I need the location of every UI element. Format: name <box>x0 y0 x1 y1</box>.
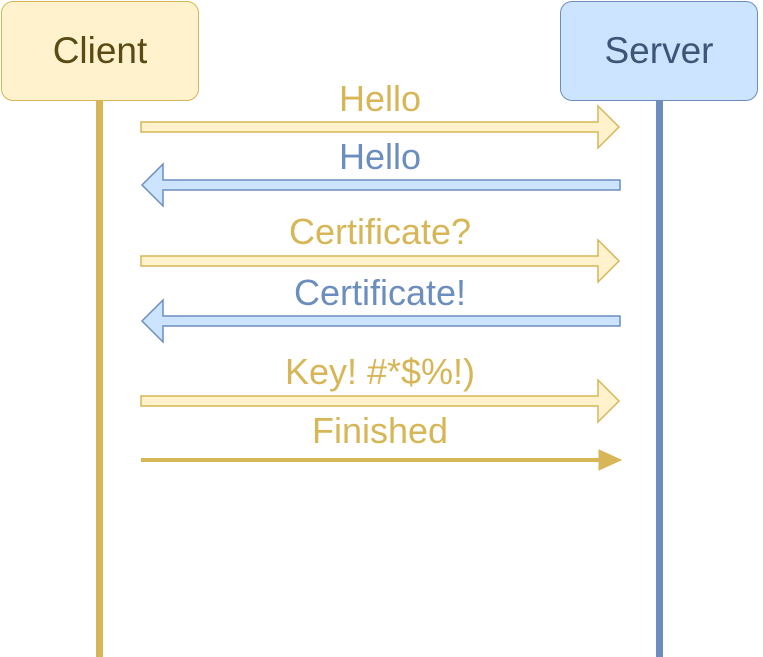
message-label-certificate-request: Certificate? <box>288 211 472 252</box>
message-label-hello-response: Hello <box>338 136 422 177</box>
message-label-certificate-response: Certificate! <box>293 272 467 313</box>
server-lifeline <box>656 101 663 657</box>
message-label-hello-request: Hello <box>338 78 422 119</box>
message-arrow-certificate-response <box>140 298 621 344</box>
message-arrow-certificate-request <box>140 238 621 284</box>
message-arrow-key <box>140 378 621 424</box>
client-lifeline <box>96 101 103 657</box>
message-arrow-finished-head <box>598 449 623 471</box>
message-label-finished: Finished <box>311 410 449 451</box>
server-actor-label: Server <box>604 30 714 71</box>
message-arrow-hello-response <box>140 162 621 208</box>
client-actor-label: Client <box>52 30 148 71</box>
client-actor-box: Client <box>1 1 199 101</box>
server-actor-box: Server <box>560 1 758 101</box>
message-arrow-hello-request <box>140 104 621 150</box>
message-label-key: Key! #*$%!) <box>284 351 476 392</box>
